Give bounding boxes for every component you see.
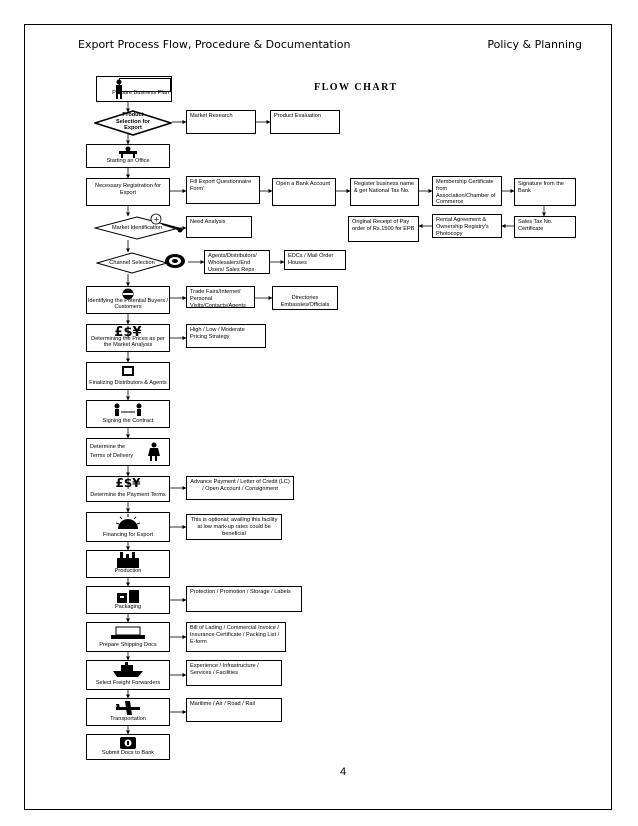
step-label: Packaging [114,604,142,611]
step-prepare-business-plan: Prepare Business Plan [96,76,172,102]
note-agents-distributors: Agents/Distributors/ Wholesalers/End Use… [204,250,270,274]
step-label: Prepare Business Plan [112,90,169,96]
step-necessary-registration: Necessary Registration for Export [86,178,170,206]
page-border [24,24,612,810]
decision-label: Market Identification [111,225,163,231]
page-number: 4 [340,766,347,778]
note-register-business: Register business name & get National Ta… [350,178,419,206]
diamond-shape [96,252,168,274]
sunrise-icon [115,514,141,529]
note-maritime: Maritime / Air / Road / Rail [186,698,282,722]
scale-icon: + [150,213,183,233]
airplane-icon [116,701,140,715]
step-label: Finalizing Distributors & Agents [89,380,167,387]
diamond-shape [94,110,172,136]
note-protection: Protection / Promotion / Storage / Label… [186,586,302,612]
step-label: Determine the Terms of Delivery [90,444,134,459]
note-pricing-strategy: High / Low / Moderate Pricing Strategy [186,324,266,348]
step-label: Transportation [110,716,146,723]
step-label: Necessary Registration for Export [95,183,161,196]
business-plan-board [119,78,171,92]
note-product-evaluation: Product Evaluation [270,110,340,134]
currency-icon: £$¥ [115,476,141,490]
ship-icon [113,662,143,677]
note-open-bank-account: Open a Bank Account [272,178,336,206]
note-bill-of-lading: Bill of Lading / Commercial Invoice / In… [186,622,286,652]
step-determining-prices: £$¥ Determining the Prices as per the Ma… [86,324,170,352]
step-terms-of-delivery: Determine the Terms of Delivery [86,438,170,466]
step-signing-contract: Signing the Contract [86,400,170,428]
step-label: Submit Docs to Bank [101,750,155,757]
step-label: Financing for Export [102,532,154,539]
currency-icon: £$¥ [114,325,142,340]
svg-text:+: + [154,216,160,224]
step-starting-office: Starting an Office [86,144,170,168]
step-label: Production [114,568,142,575]
bank-icon [120,737,136,749]
group-icon [122,366,134,376]
office-desk-icon [119,146,137,158]
step-label: Prepare Shipping Docs [99,642,157,649]
note-experience: Experience / Infrastructure / Services /… [186,660,282,686]
factory-icon [117,552,139,568]
step-packaging: Packaging [86,586,170,614]
step-label: Select Freight Forwarders [95,680,161,687]
step-label: Determining the Prices as per the Market… [91,335,165,349]
note-trade-fairs: Trade Fairs/Internet/ Personal Visits/Co… [186,286,255,308]
note-need-analysis: Need Analysis [186,216,252,238]
target-icon [165,254,185,268]
step-label: Determine the Payment Terms [90,492,166,499]
flow-chart-title: FLOW CHART [314,82,398,93]
step-production: Production [86,550,170,578]
note-directories: Directories Embassies/Officials [272,286,338,310]
header-right: Policy & Planning [487,38,582,51]
note-optional: This is optional; availing this facility… [186,514,282,540]
decision-channel-selection: Channel Selection [96,252,168,274]
step-transportation: Transportation [86,698,170,726]
step-label: Signing the Contract [102,418,154,425]
step-label: Identifying the Potential Buyers / Custo… [87,297,169,311]
step-identifying-buyers: Identifying the Potential Buyers / Custo… [86,286,170,314]
note-rental-agreement: Rental Agreement & Ownership Registry's … [432,214,502,238]
note-advance-payment: Advance Payment / Letter of Credit (LC) … [186,476,294,500]
decision-product-selection: Product Selection for Export [94,110,172,136]
step-shipping-docs: Prepare Shipping Docs [86,622,170,652]
step-submit-docs: Submit Docs to Bank [86,734,170,760]
note-edcs-mail: EDCs / Mail Order Houses [284,250,346,270]
header-left: Export Process Flow, Procedure & Documen… [78,38,351,51]
note-original-receipt: Original Receipt of Pay order of Rs.1500… [348,216,419,242]
step-label: Starting an Office [106,158,150,165]
decision-label: Channel Selection [109,260,155,266]
signing-icon [114,403,142,416]
laptop-icon [111,626,145,639]
decision-label: Product Selection for Export [116,112,150,132]
handshake-icon [122,288,134,300]
step-freight-forwarders: Select Freight Forwarders [86,660,170,690]
note-market-research: Market Research [186,110,256,134]
note-signature-from-bank: Signature from the Bank [514,178,576,206]
step-financing: Financing for Export [86,512,170,542]
note-fill-export-form: Fill Export Questionnaire Form' [186,176,260,204]
delivery-person-icon [148,442,160,461]
note-sales-tax: Sales Tax No. Certificate [514,216,576,238]
boxes-icon [117,590,139,603]
step-finalizing-distributors: Finalizing Distributors & Agents [86,362,170,390]
note-membership-certificate: Membership Certificate from Association/… [432,176,502,206]
step-payment-terms: £$¥ Determine the Payment Terms [86,476,170,502]
